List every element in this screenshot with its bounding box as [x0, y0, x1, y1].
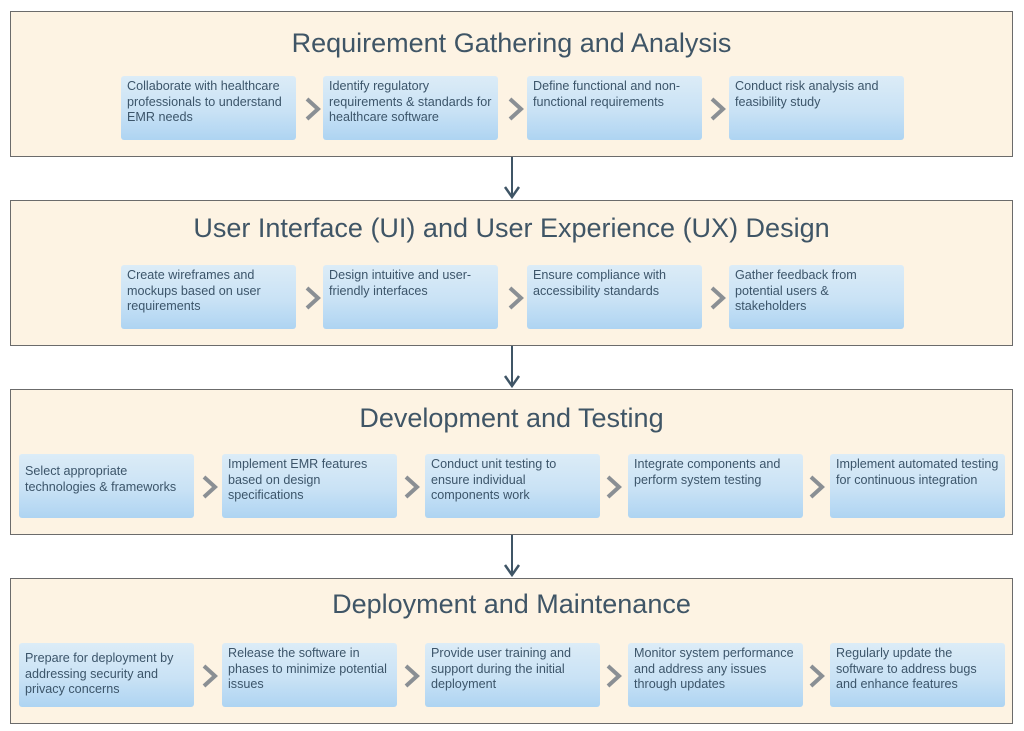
chevron-right-icon: [603, 663, 625, 689]
chevron-right-icon: [302, 285, 324, 311]
step-card: Design intuitive and user-friendly inter…: [323, 265, 498, 329]
step-card: Conduct unit testing to ensure individua…: [425, 454, 600, 518]
phase-title: Development and Testing: [359, 403, 664, 433]
arrow-down-icon: [502, 157, 522, 201]
arrow-down-icon: [502, 346, 522, 390]
step-card: Select appropriate technologies & framew…: [19, 454, 194, 518]
chevron-right-icon: [401, 474, 423, 500]
chevron-right-icon: [505, 96, 527, 122]
step-card: Regularly update the software to address…: [830, 643, 1005, 707]
step-card: Integrate components and perform system …: [628, 454, 803, 518]
chevron-right-icon: [707, 96, 729, 122]
step-card: Conduct risk analysis and feasibility st…: [729, 76, 904, 140]
step-card: Monitor system performance and address a…: [628, 643, 803, 707]
chevron-right-icon: [806, 663, 828, 689]
step-card: Implement automated testing for continuo…: [830, 454, 1005, 518]
arrow-down-icon: [502, 535, 522, 579]
step-card: Ensure compliance with accessibility sta…: [527, 265, 702, 329]
chevron-right-icon: [505, 285, 527, 311]
chevron-right-icon: [199, 663, 221, 689]
phase-deployment: Deployment and Maintenance Prepare for d…: [10, 578, 1013, 724]
chevron-right-icon: [199, 474, 221, 500]
phase-title: User Interface (UI) and User Experience …: [193, 213, 830, 243]
step-card: Collaborate with healthcare professional…: [121, 76, 296, 140]
step-card: Release the software in phases to minimi…: [222, 643, 397, 707]
step-card: Prepare for deployment by addressing sec…: [19, 643, 194, 707]
chevron-right-icon: [707, 285, 729, 311]
step-card: Gather feedback from potential users & s…: [729, 265, 904, 329]
step-card: Create wireframes and mockups based on u…: [121, 265, 296, 329]
step-card: Identify regulatory requirements & stand…: [323, 76, 498, 140]
step-card: Implement EMR features based on design s…: [222, 454, 397, 518]
phase-title: Deployment and Maintenance: [332, 589, 691, 619]
step-card: Define functional and non-functional req…: [527, 76, 702, 140]
chevron-right-icon: [401, 663, 423, 689]
chevron-right-icon: [806, 474, 828, 500]
phase-design: User Interface (UI) and User Experience …: [10, 200, 1013, 346]
chevron-right-icon: [603, 474, 625, 500]
phase-title: Requirement Gathering and Analysis: [291, 28, 732, 58]
chevron-right-icon: [302, 96, 324, 122]
step-card: Provide user training and support during…: [425, 643, 600, 707]
phase-development: Development and Testing Select appropria…: [10, 389, 1013, 535]
phase-requirements: Requirement Gathering and Analysis Colla…: [10, 11, 1013, 157]
